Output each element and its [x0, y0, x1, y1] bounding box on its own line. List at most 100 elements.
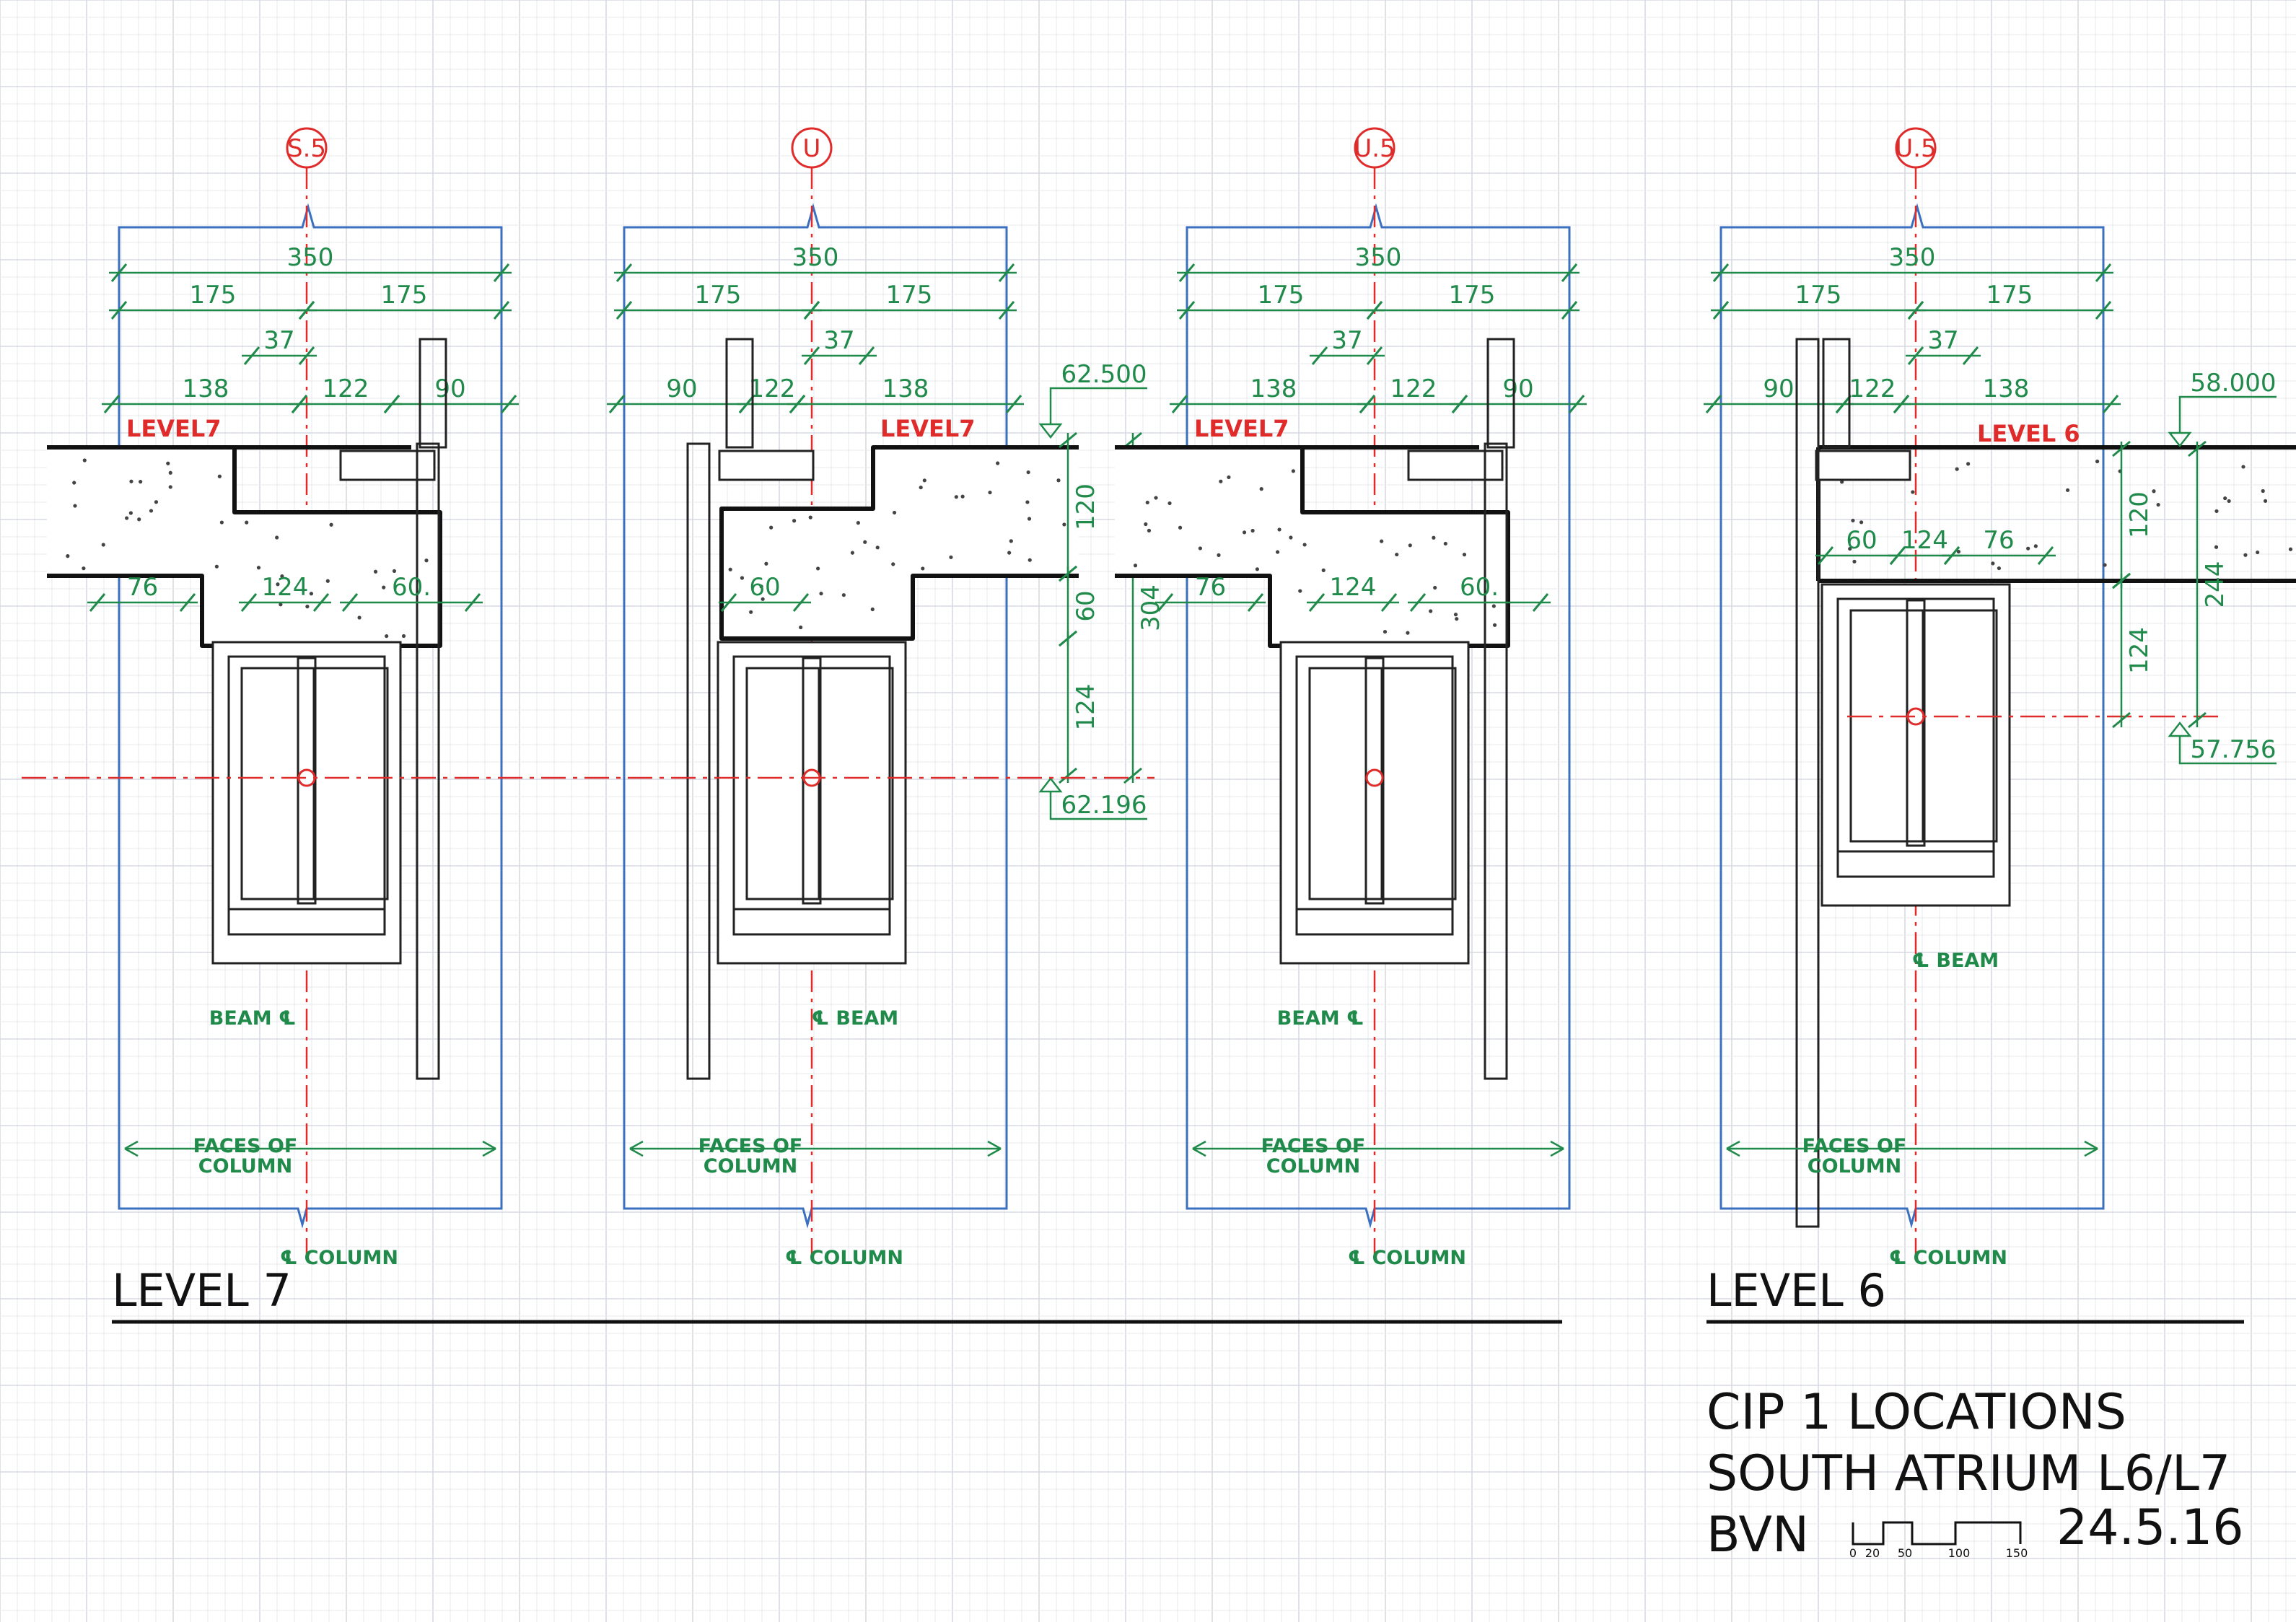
dim-column-width-tick: [998, 263, 1015, 282]
concrete-speck: [166, 461, 170, 465]
concrete-speck: [2241, 465, 2245, 469]
dim-lower-right-tick: [1943, 546, 1960, 565]
dim-offset-tick: [243, 346, 260, 365]
dim-v-124-tick: [2112, 572, 2131, 589]
dim-lower-mid-tick: [1308, 593, 1326, 612]
concrete-speck: [305, 605, 310, 609]
concrete-speck: [125, 516, 129, 520]
rl-top-marker: [1038, 423, 1063, 439]
concrete-speck: [1302, 543, 1307, 547]
dim-v-124-tick: [1059, 630, 1077, 647]
concrete-speck: [1298, 589, 1302, 593]
window-mullion: [419, 338, 447, 449]
dim-lower-right-tick: [2037, 546, 2054, 565]
window-mullion: [1822, 338, 1851, 449]
dim-v-244-tick: [2188, 711, 2207, 729]
dim-right-tick: [789, 395, 806, 413]
concrete-speck: [401, 634, 406, 639]
concrete-speck: [875, 545, 880, 550]
dim-offset-tick: [1907, 346, 1924, 365]
grid-bubble-label: U: [803, 134, 821, 163]
concrete-speck: [1848, 546, 1852, 551]
dim-half-right-tick: [803, 301, 820, 320]
concrete-speck: [769, 525, 774, 530]
column-flange-right: [1923, 609, 1998, 843]
concrete-speck: [1027, 558, 1032, 562]
grid-bubble: [1895, 127, 1937, 169]
concrete-speck: [137, 517, 141, 522]
concrete-speck: [219, 520, 224, 525]
dim-right-tick: [383, 395, 400, 413]
concrete-speck: [1321, 568, 1326, 572]
dim-right-label: 138: [882, 374, 929, 403]
concrete-speck: [1056, 478, 1061, 483]
concrete-speck: [749, 610, 753, 614]
concrete-speck: [279, 602, 283, 607]
column-flange-right: [314, 667, 389, 900]
concrete-speck: [2156, 502, 2160, 507]
column-flange-right: [1382, 667, 1457, 900]
dim-v-304-tick: [1123, 767, 1142, 784]
concrete-speck: [1133, 564, 1138, 568]
dim-half-right-label: 175: [1986, 281, 2033, 310]
concrete-speck: [819, 592, 823, 596]
column-flange-right: [819, 667, 894, 900]
dim-v-124-tick: [1059, 767, 1077, 784]
slab-outline: [47, 445, 442, 648]
concrete-speck: [72, 481, 76, 485]
concrete-speck: [1383, 629, 1388, 634]
concrete-speck: [2256, 550, 2260, 555]
concrete-speck: [759, 584, 763, 589]
concrete-speck: [1997, 566, 2002, 571]
dim-offset-tick: [298, 346, 315, 365]
dim-left-label: 90: [666, 374, 697, 403]
concrete-speck: [728, 567, 732, 571]
column-flange-left: [240, 667, 315, 900]
column-flange-left: [745, 667, 820, 900]
dim-lower-right-tick: [1532, 593, 1549, 612]
concrete-speck: [309, 592, 314, 596]
dim-right-tick: [1451, 395, 1468, 413]
rl-top-marker: [2168, 431, 2192, 448]
column-note: ℄ COLUMN: [280, 1247, 398, 1269]
concrete-speck: [1991, 561, 1995, 566]
column-flange-left: [1308, 667, 1383, 900]
concrete-speck: [1147, 528, 1152, 532]
dim-lower-right-label: 76: [1983, 526, 2014, 555]
column-note: ℄ COLUMN: [785, 1247, 903, 1269]
dim-lower-left-label: 60: [749, 573, 780, 602]
dim-column-width-tick: [615, 263, 633, 282]
dim-offset-label: 37: [1331, 326, 1362, 355]
faces-note-1: FACES OF: [698, 1135, 803, 1157]
concrete-speck: [1462, 553, 1467, 557]
dim-lower-mid-tick: [312, 593, 330, 612]
concrete-speck: [1242, 530, 1247, 535]
dim-right-tick: [1005, 395, 1022, 413]
concrete-speck: [382, 585, 386, 589]
beam-note: BEAM ℄: [1277, 1007, 1364, 1030]
dim-half-right-tick: [998, 301, 1015, 320]
dim-lower-left-label: 76: [127, 573, 158, 602]
concrete-speck: [128, 511, 133, 515]
concrete-speck: [1851, 518, 1855, 523]
dim-lower-left-tick: [792, 593, 810, 612]
faces-arrow-left: [629, 1140, 644, 1157]
level6-heading: LEVEL 6: [1706, 1264, 1886, 1317]
level-label: LEVEL7: [126, 415, 222, 442]
wall-strip: [416, 442, 440, 1080]
concrete-speck: [1852, 559, 1857, 564]
rl-bottom-value: 57.756: [2191, 735, 2277, 764]
dim-lower-mid-label: 124: [1901, 526, 1948, 555]
column-flange-left: [1849, 609, 1924, 843]
grid-bubble-label: S.5: [287, 134, 326, 163]
concrete-speck: [245, 520, 249, 525]
dim-half-left-tick: [110, 301, 128, 320]
faces-arrow-right: [987, 1140, 1002, 1157]
concrete-speck: [1291, 469, 1295, 473]
grid-bubble: [1354, 127, 1395, 169]
window-frame: [339, 450, 436, 481]
level-label: LEVEL7: [1194, 415, 1289, 442]
concrete-speck: [856, 520, 860, 525]
